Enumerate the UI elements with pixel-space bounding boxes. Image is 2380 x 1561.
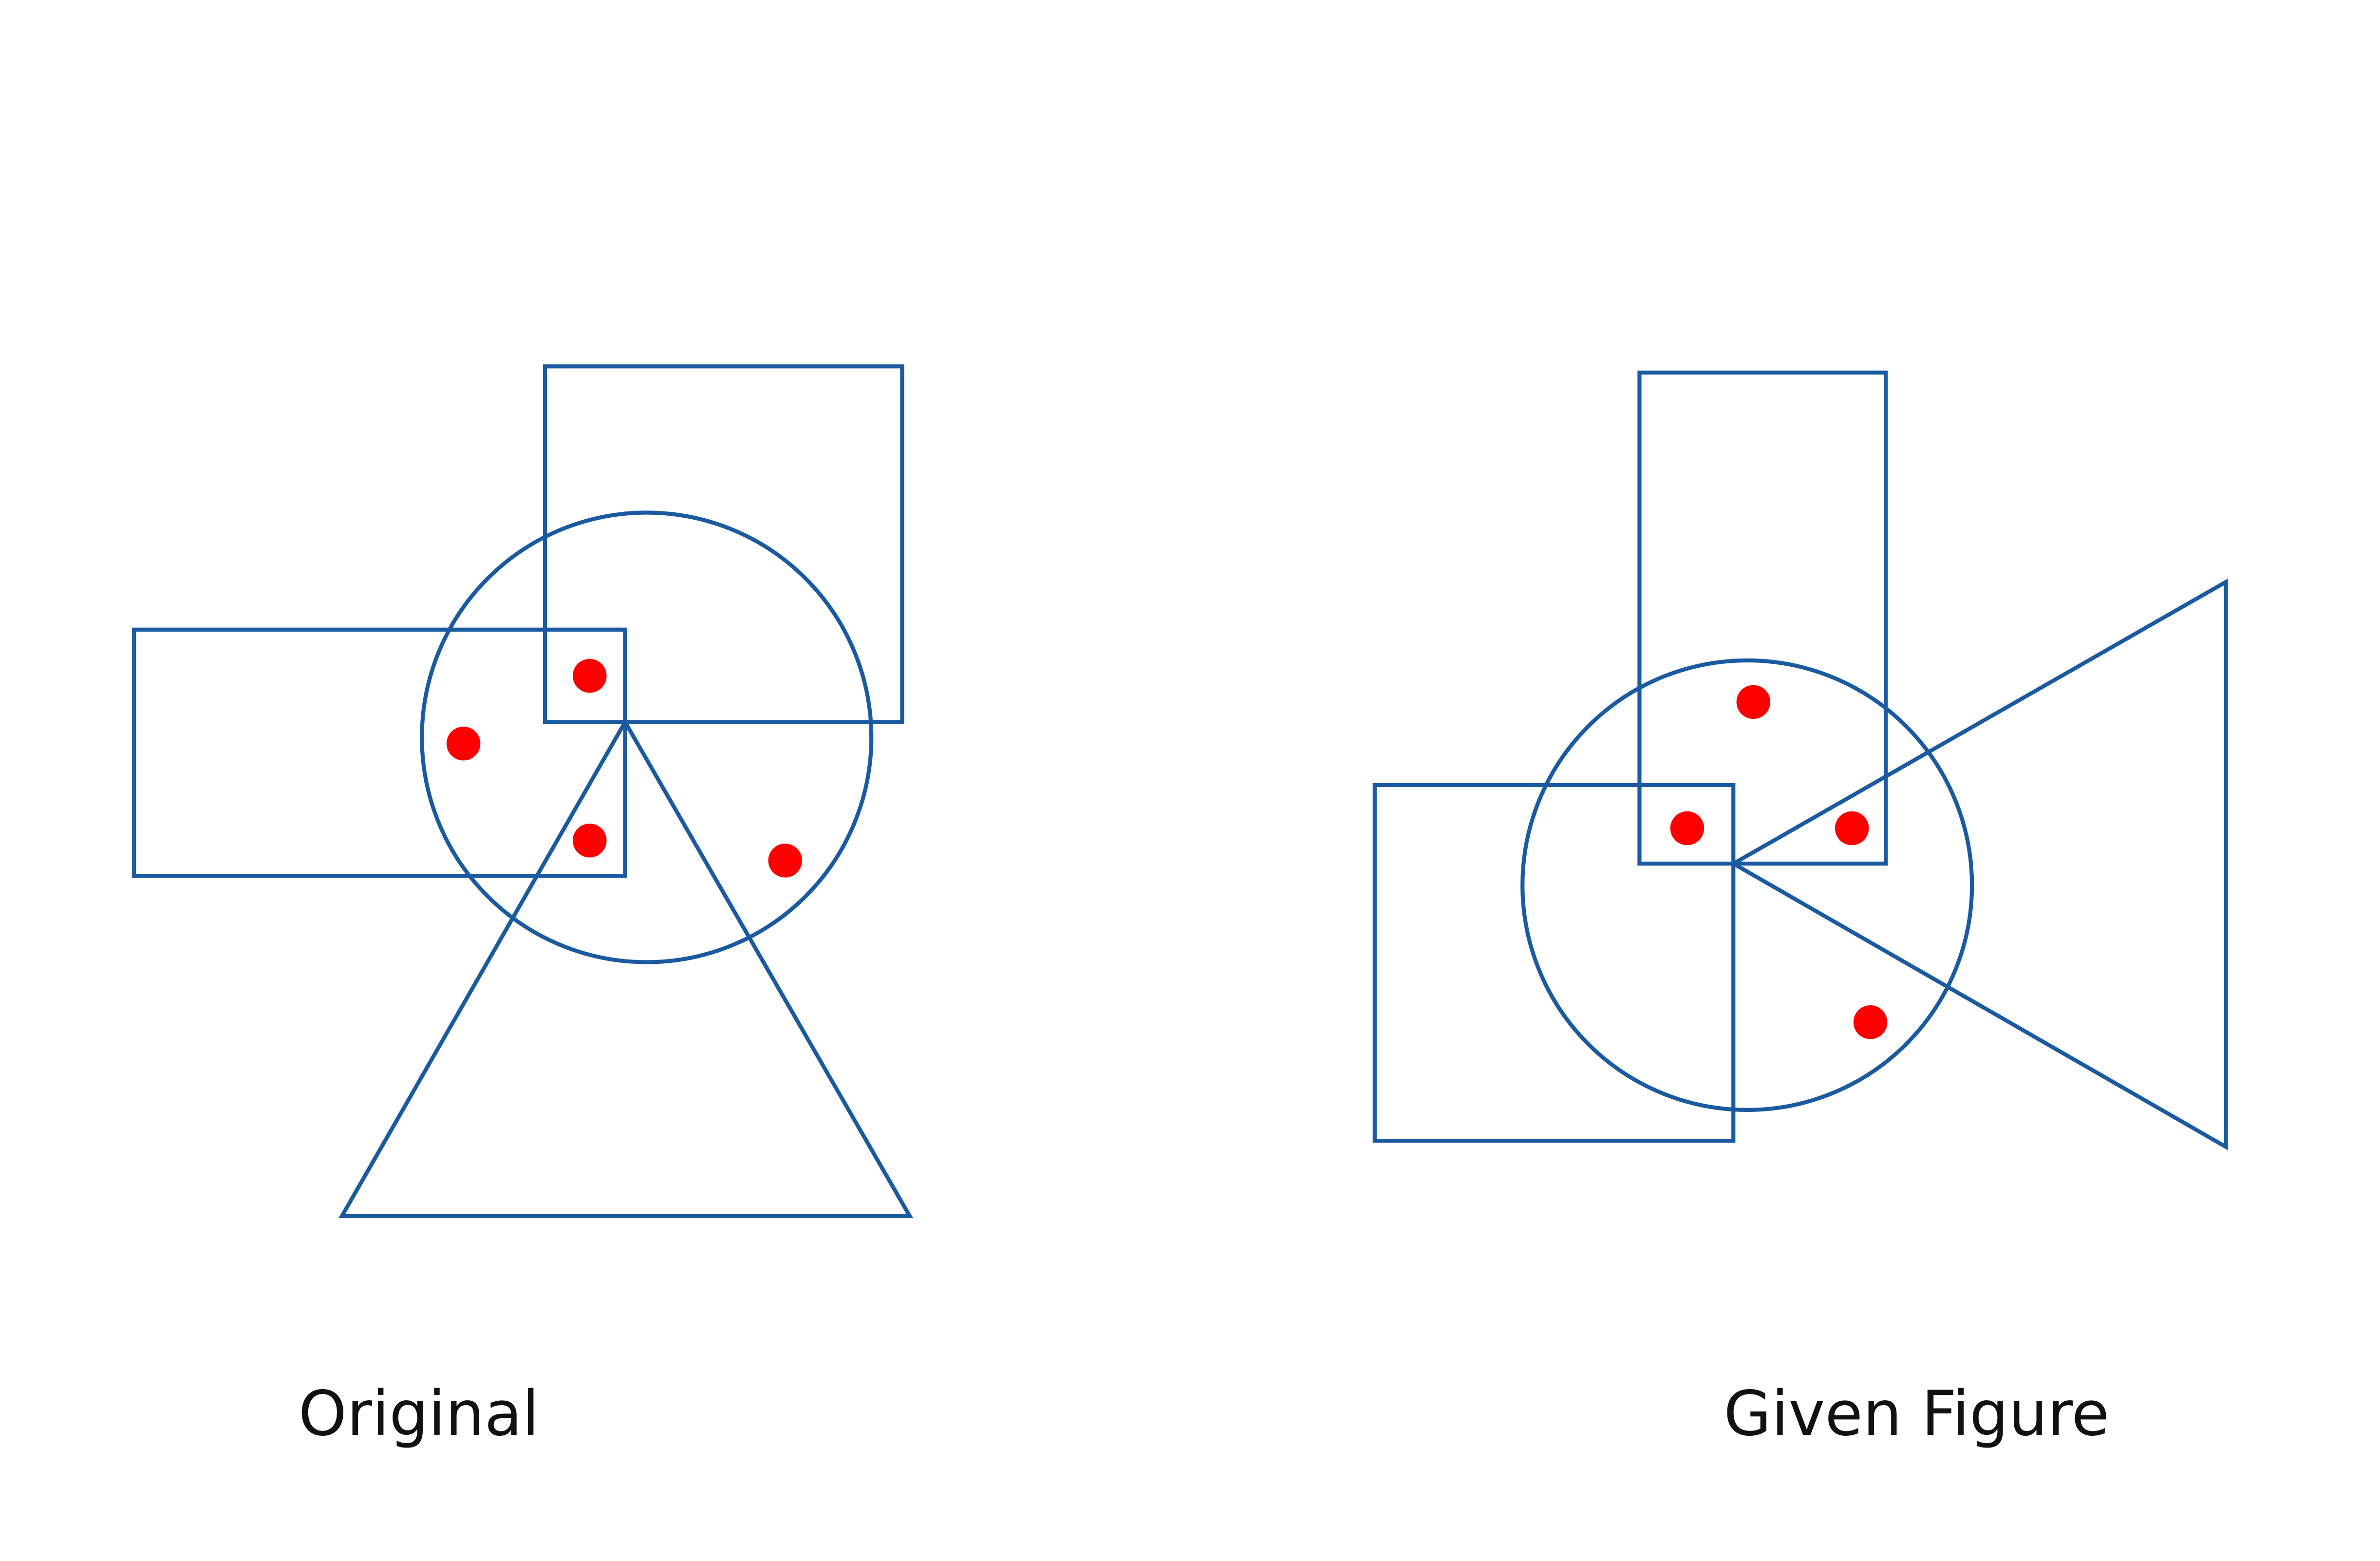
original-figure: Original: [132, 364, 914, 1449]
original-left-rectangle: [132, 627, 627, 878]
original-dot: [573, 824, 607, 858]
original-triangle: [338, 718, 914, 1219]
given-top-rectangle: [1637, 370, 1888, 866]
given-dot: [1853, 1005, 1888, 1039]
original-dot: [446, 726, 481, 761]
original-label: Original: [299, 1378, 540, 1449]
original-dot: [573, 658, 607, 693]
given-triangle: [1729, 578, 2228, 1150]
given-dot: [1835, 811, 1869, 846]
given-circle: [1520, 658, 1974, 1112]
original-top-rectangle: [543, 364, 904, 724]
original-circle: [420, 510, 874, 964]
given-figure-label: Given Figure: [1724, 1378, 2109, 1449]
given-dot: [1670, 811, 1705, 846]
given-left-square: [1372, 783, 1736, 1143]
given-figure: Given Figure: [1372, 370, 2228, 1449]
original-dot: [768, 844, 802, 878]
given-dot: [1736, 685, 1771, 719]
